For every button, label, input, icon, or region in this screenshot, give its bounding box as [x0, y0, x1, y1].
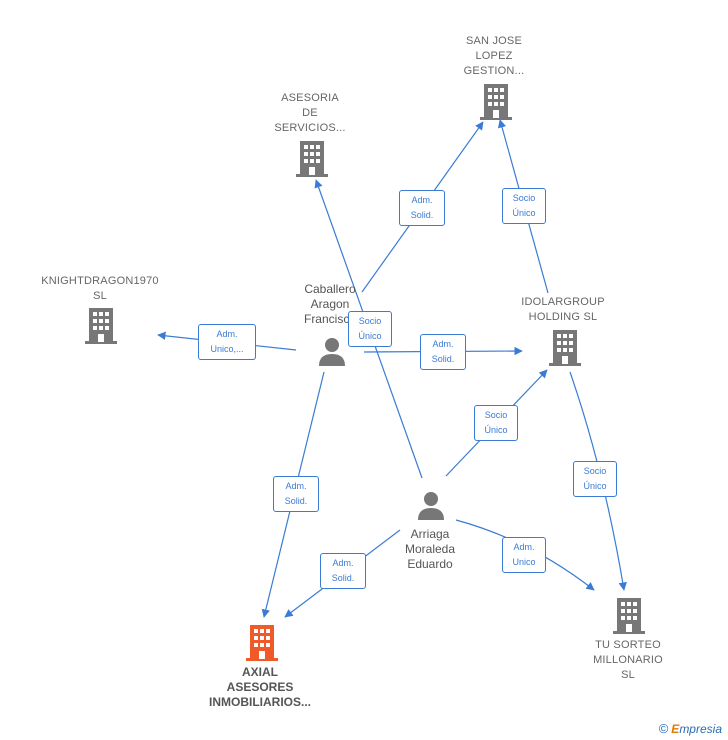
- edge-label-adm-unico: Adm. Unico,...: [198, 324, 256, 360]
- company-label-idolargroup[interactable]: IDOLARGROUP HOLDING SL: [521, 296, 605, 323]
- focus-building-icon: [246, 625, 278, 661]
- edge-label-adm-solid: Adm. Solid.: [320, 553, 366, 589]
- building-icon: [296, 141, 328, 177]
- edge-label-socio-unico: Socio Único: [573, 461, 617, 497]
- edge-label-adm-solid: Adm. Solid.: [273, 476, 319, 512]
- company-label-asesoria[interactable]: ASESORIA DE SERVICIOS...: [274, 92, 346, 134]
- building-icon: [613, 598, 645, 634]
- edge-label-adm-unico: Adm. Unico: [502, 537, 546, 573]
- edge-label-adm-solid: Adm. Solid.: [399, 190, 445, 226]
- person-label-arriaga[interactable]: Arriaga Moraleda Eduardo: [404, 527, 456, 571]
- edge-label-socio-unico: Socio Único: [502, 188, 546, 224]
- edge-label-socio-unico: Socio Único: [348, 311, 392, 347]
- empresia-logo: ©Empresia: [658, 721, 722, 736]
- copyright-icon: ©: [658, 721, 669, 736]
- person-icon: [319, 338, 345, 366]
- edge-label-adm-solid: Adm. Solid.: [420, 334, 466, 370]
- building-icon: [480, 84, 512, 120]
- company-label-san-jose[interactable]: SAN JOSE LOPEZ GESTION...: [463, 35, 525, 77]
- company-label-tu-sorteo[interactable]: TU SORTEO MILLONARIO SL: [593, 639, 663, 681]
- focus-company-label-axial[interactable]: AXIAL ASESORES INMOBILIARIOS...: [209, 665, 311, 709]
- person-icon: [418, 492, 444, 520]
- company-label-knightdragon[interactable]: KNIGHTDRAGON1970 SL: [41, 275, 159, 302]
- edge-label-socio-unico: Socio Único: [474, 405, 518, 441]
- building-icon: [549, 330, 581, 366]
- building-icon: [85, 308, 117, 344]
- person-label-caballero[interactable]: Caballero Aragon Francisco: [303, 282, 356, 326]
